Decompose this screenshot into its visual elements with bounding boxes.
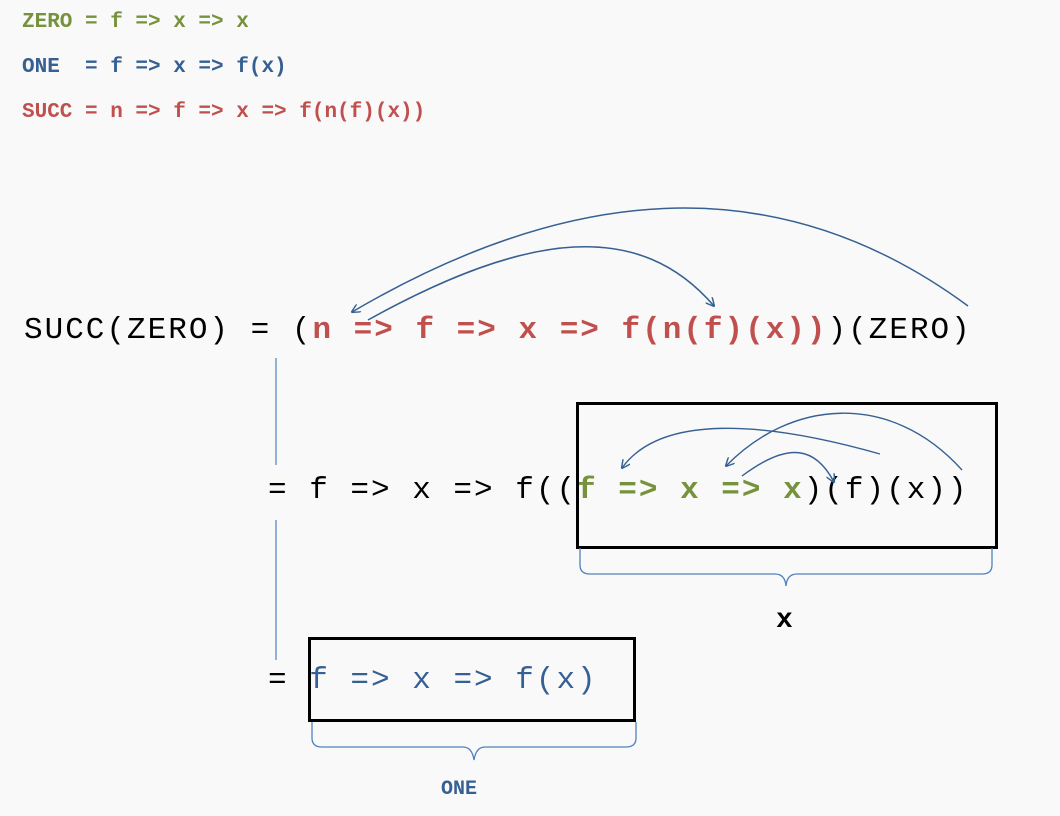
apply-x-arrow: [726, 412, 963, 471]
zero-application-box: [576, 402, 998, 549]
n-parameter-arrow: [367, 245, 714, 321]
zero-definition: ZERO = f => x => x: [22, 11, 249, 34]
one-brace: [311, 722, 637, 761]
zero-body: f => x => x: [577, 473, 804, 508]
substitute-zero-arrow: [352, 207, 969, 312]
derivation-line-1: SUCC(ZERO) = (n => f => x => f(n(f)(x)))…: [24, 315, 972, 346]
zero-argument: )(ZERO): [827, 313, 972, 348]
x-binding-arrow: [741, 451, 834, 482]
succ-body: n => f => x => f(n(f)(x)): [312, 313, 828, 348]
succ-zero-lhs: SUCC(ZERO) = (: [24, 313, 313, 348]
apply-f-arrow: [622, 427, 881, 468]
one-brace-label: ONE: [441, 778, 478, 801]
line-2-open-paren: (: [556, 473, 578, 508]
one-result: f => x => f(x): [309, 663, 598, 698]
line-3-prefix: =: [268, 663, 289, 698]
derivation-line-2: = f => x => f((f => x => x)(f)(x)): [268, 475, 969, 506]
one-definition: ONE = f => x => f(x): [22, 56, 287, 79]
line-2-prefix: = f => x => f(: [268, 473, 557, 508]
succ-definition: SUCC = n => f => x => f(n(f)(x)): [22, 101, 426, 124]
one-result-box: [308, 637, 636, 722]
derivation-line-3: = f => x => f(x): [268, 665, 598, 696]
x-brace: [579, 548, 993, 587]
x-brace-label: x: [776, 605, 793, 636]
